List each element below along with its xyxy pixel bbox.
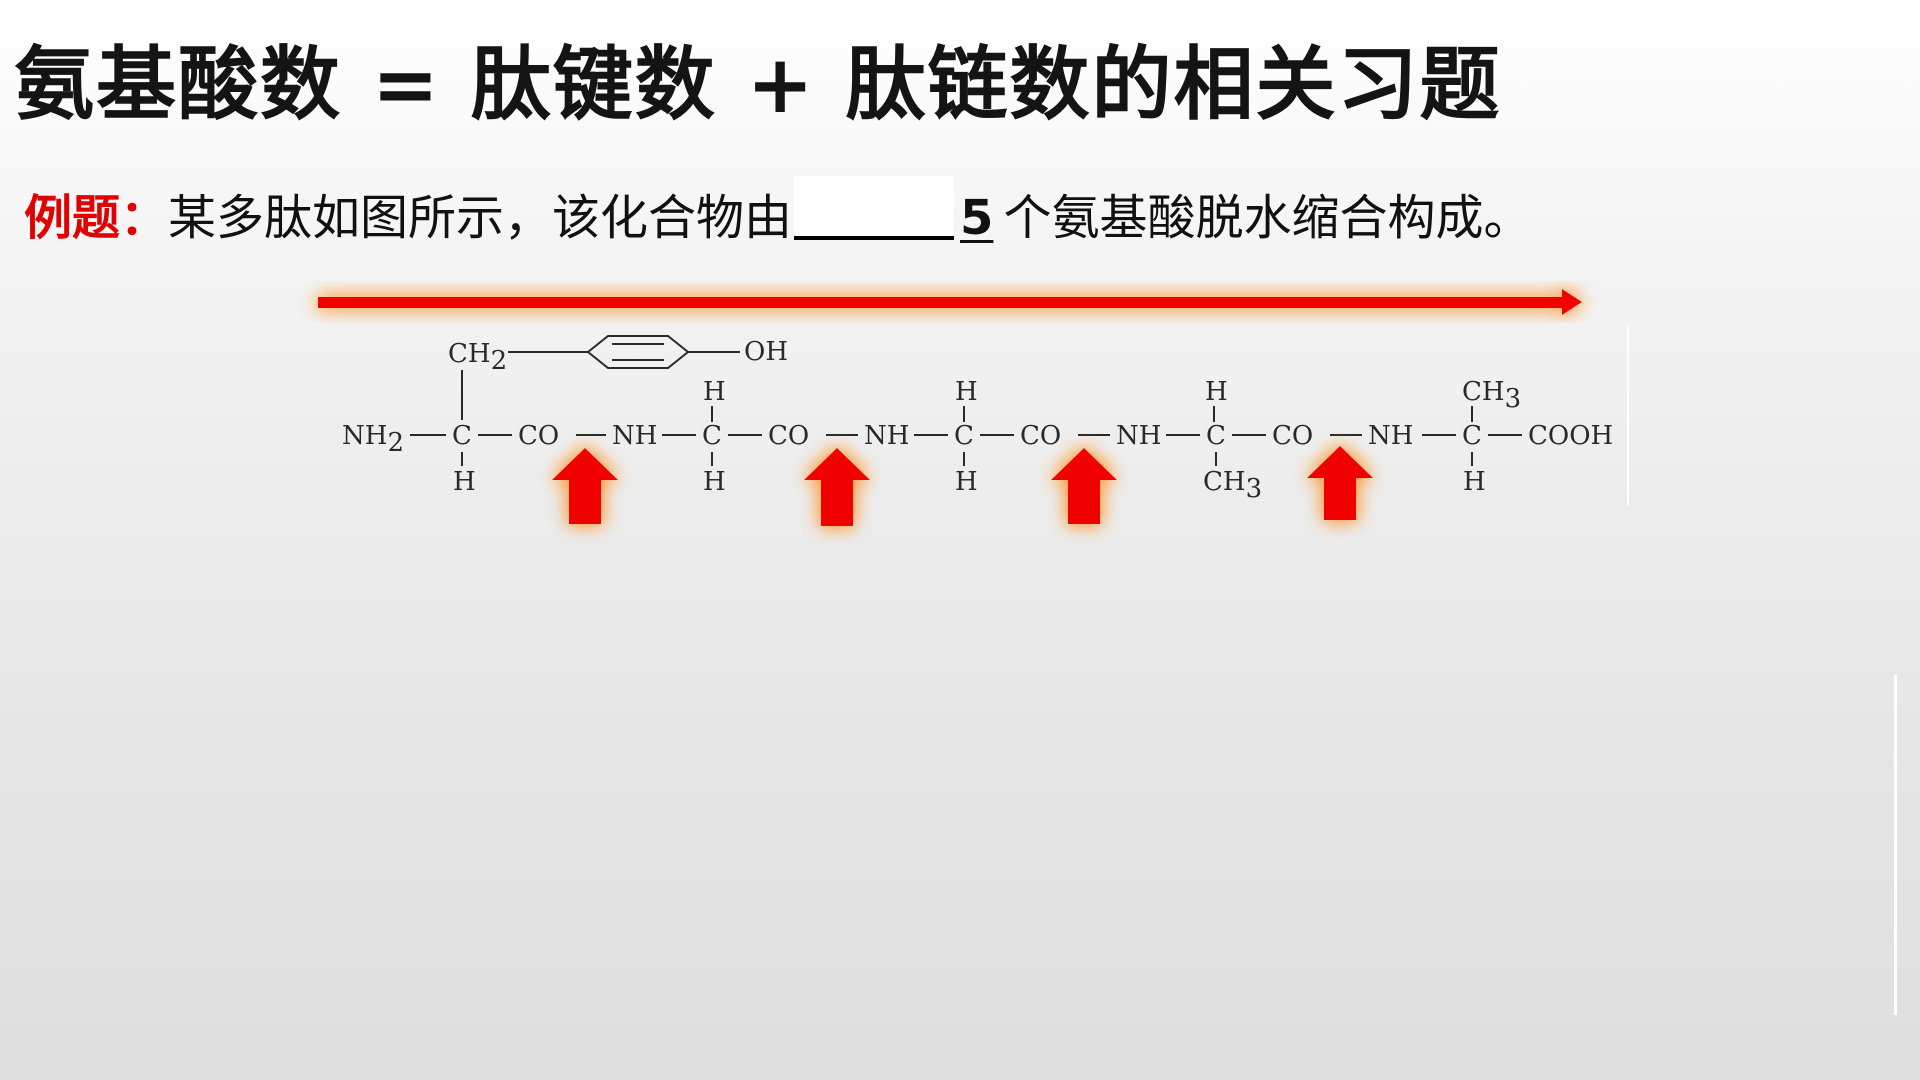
- alpha-carbon-5: C: [1462, 421, 1482, 451]
- chemical-structure: CH2 OH H H H CH3 NH2 C CO NH C CO NH C C…: [342, 335, 1613, 504]
- side-chain-ch2: CH2: [448, 339, 507, 376]
- amide-nh-3: NH: [1116, 421, 1161, 451]
- answer-blank: [794, 176, 955, 240]
- carbonyl-2: CO: [768, 421, 809, 451]
- h-bottom-1: H: [453, 467, 476, 497]
- up-arrow-icon: [1307, 446, 1373, 520]
- slide-title: 氨基酸数 = 肽键数 + 肽链数的相关习题: [14, 38, 1502, 131]
- question-text-after: 个氨基酸脱水缩合构成。: [1003, 190, 1532, 246]
- amide-nh-4: NH: [1368, 421, 1413, 451]
- structure-right-edge: [1627, 325, 1629, 505]
- answer-value: 5: [960, 190, 994, 246]
- alpha-carbon-3: C: [954, 421, 974, 451]
- h-bottom-2: H: [703, 467, 726, 497]
- question-text-before: 某多肽如图所示，该化合物由: [168, 190, 793, 246]
- alpha-carbon-2: C: [702, 421, 722, 451]
- amide-nh-1: NH: [612, 421, 657, 451]
- long-right-arrow-icon: [318, 289, 1582, 315]
- up-arrow-icon: [804, 448, 870, 526]
- carbonyl-4: CO: [1272, 421, 1313, 451]
- n-terminus-nh2: NH2: [342, 421, 404, 458]
- h-top-2: H: [955, 377, 978, 407]
- h-bottom-4: H: [1463, 467, 1486, 497]
- hydroxyl-oh: OH: [744, 337, 788, 367]
- h-top-3: H: [1205, 377, 1228, 407]
- h-top-1: H: [703, 377, 726, 407]
- ch3-bottom: CH3: [1203, 467, 1262, 504]
- h-bottom-3: H: [955, 467, 978, 497]
- carbonyl-1: CO: [518, 421, 559, 451]
- benzene-ring-icon: [586, 335, 690, 369]
- alpha-carbon-4: C: [1206, 421, 1226, 451]
- question-label: 例题：: [24, 190, 169, 246]
- slide-right-edge: [1894, 675, 1897, 1015]
- alpha-carbon-1: C: [452, 421, 472, 451]
- up-arrow-icon: [1051, 448, 1117, 524]
- question-line: 例题： 某多肽如图所示，该化合物由 5 个氨基酸脱水缩合构成。: [24, 170, 1531, 248]
- up-arrow-icon: [552, 448, 618, 524]
- ch3-top: CH3: [1462, 377, 1521, 414]
- amide-nh-2: NH: [864, 421, 909, 451]
- carbonyl-3: CO: [1020, 421, 1061, 451]
- c-terminus-cooh: COOH: [1528, 421, 1613, 451]
